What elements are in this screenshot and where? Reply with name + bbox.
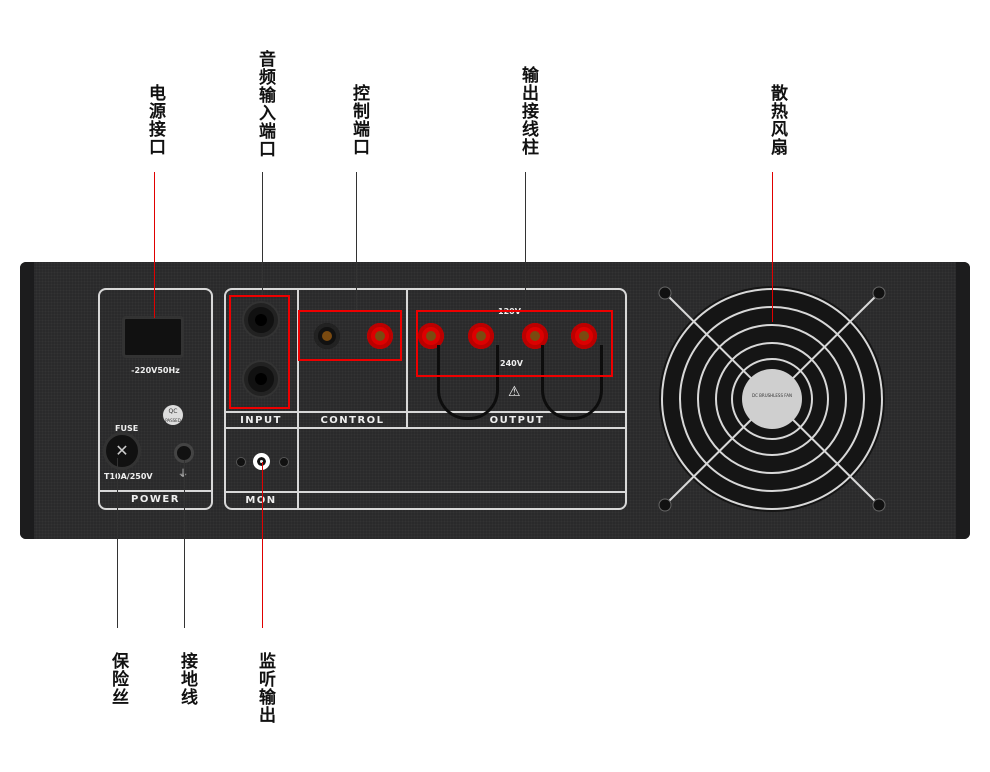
voltage-240v: 240V: [500, 359, 523, 368]
callout-fuse: 保险丝: [108, 652, 128, 706]
input-jack-2[interactable]: [244, 362, 278, 396]
warning-icon: ⚠: [508, 384, 521, 400]
screw-icon: [279, 457, 289, 467]
callout-cooling-fan: 散热风扇: [767, 84, 787, 156]
input-highlight: [229, 295, 290, 409]
callout-audio-input: 音频输入端口: [255, 50, 275, 158]
callout-ground: 接地线: [177, 652, 197, 706]
output-terminal-2[interactable]: [468, 323, 494, 349]
io-section: [224, 288, 627, 510]
fuse-rating: T10A/250V: [104, 472, 153, 481]
jumper-cable-1: [437, 345, 499, 420]
fuse-label: FUSE: [115, 424, 139, 433]
fan-label: DC BRUSHLESS FAN: [752, 393, 792, 398]
mon-caption: MON: [245, 495, 277, 506]
fuse-holder[interactable]: ✕: [103, 432, 141, 470]
callout-power-inlet: 电源接口: [145, 84, 165, 156]
callout-control-port: 控制端口: [349, 84, 369, 156]
power-caption: POWER: [131, 494, 180, 505]
ground-icon: ⏚: [178, 469, 188, 480]
output-highlight: [416, 310, 613, 377]
power-section: [98, 288, 213, 510]
cooling-fan: DC BRUSHLESS FAN: [655, 283, 889, 515]
input-caption: INPUT: [240, 415, 282, 426]
callout-output-terminals: 输出接线柱: [518, 66, 538, 156]
output-caption: OUTPUT: [489, 415, 545, 426]
control-terminal-red[interactable]: [367, 323, 393, 349]
output-terminal-3[interactable]: [522, 323, 548, 349]
screw-icon: [236, 457, 246, 467]
rack-ear-right: [956, 262, 970, 539]
callout-monitor-output: 监听输出: [255, 652, 275, 724]
input-jack-1[interactable]: [244, 303, 278, 337]
jumper-cable-2: [541, 345, 603, 420]
output-terminal-4[interactable]: [571, 323, 597, 349]
output-terminal-1[interactable]: [418, 323, 444, 349]
control-highlight: [298, 310, 402, 361]
control-terminal-black[interactable]: [314, 323, 340, 349]
monitor-output-jack[interactable]: [253, 453, 270, 470]
rack-ear-left: [20, 262, 34, 539]
control-caption: CONTROL: [320, 415, 385, 426]
ac-rating: -220V50Hz: [131, 366, 180, 375]
ac-power-inlet: [122, 316, 184, 358]
